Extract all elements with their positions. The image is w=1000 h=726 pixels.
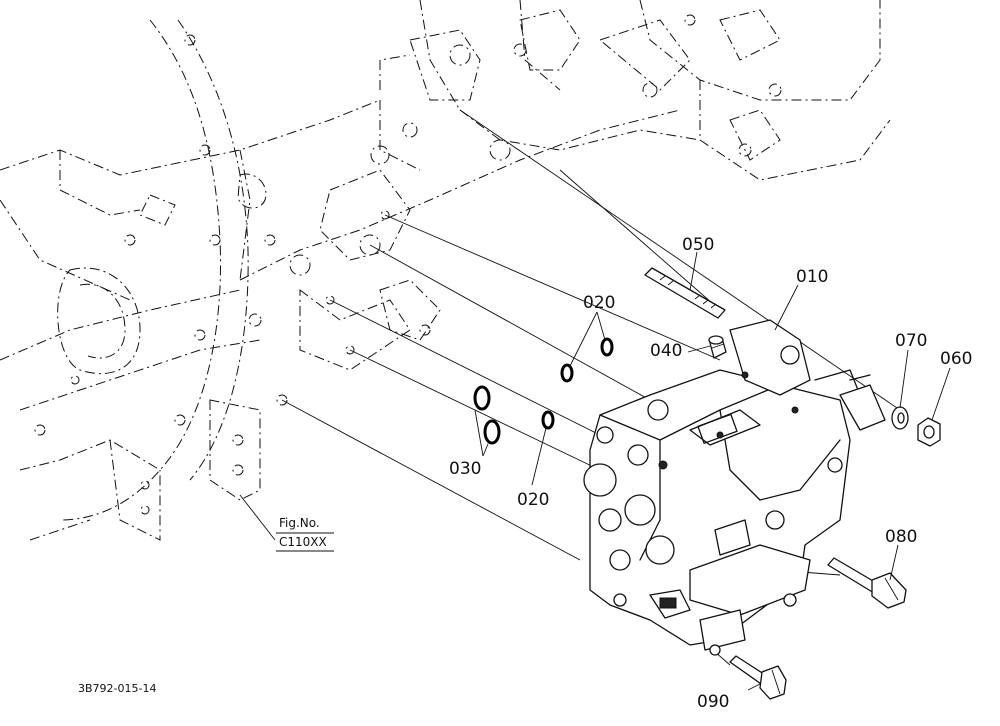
label-020-upper: 020 [583, 293, 615, 313]
o-ring-030-lower [483, 419, 501, 445]
washer-070 [891, 406, 909, 430]
bolt-080 [827, 557, 907, 609]
label-030: 030 [449, 459, 481, 479]
figure-reference-number: C110XX [279, 535, 327, 549]
label-090: 090 [697, 692, 729, 712]
label-070: 070 [895, 331, 927, 351]
o-ring-020-lower [541, 410, 555, 430]
o-ring-030-upper [473, 385, 491, 411]
figure-reference-label: Fig.No. [279, 516, 320, 530]
drawing-id: 3B792-015-14 [78, 682, 156, 695]
stud-bolt-050 [644, 267, 726, 319]
label-080: 080 [885, 527, 917, 547]
o-rings [473, 337, 614, 445]
label-040: 040 [650, 341, 682, 361]
label-050: 050 [682, 235, 714, 255]
plug-040 [708, 335, 727, 359]
o-ring-020-middle [560, 363, 574, 383]
control-valve-assembly [583, 319, 886, 656]
label-010: 010 [796, 267, 828, 287]
part-labels: 050 010 020 040 070 060 030 020 080 090 [449, 235, 972, 712]
label-020-lower: 020 [517, 490, 549, 510]
o-ring-020-upper [600, 337, 614, 357]
label-060: 060 [940, 349, 972, 369]
bolt-090 [729, 655, 787, 700]
figure-reference: Fig.No. C110XX [276, 516, 334, 552]
housing-bolt-holes [34, 14, 782, 515]
nut-060 [917, 417, 941, 447]
transmission-housing-outline [0, 0, 891, 541]
leader-lines [239, 251, 951, 691]
